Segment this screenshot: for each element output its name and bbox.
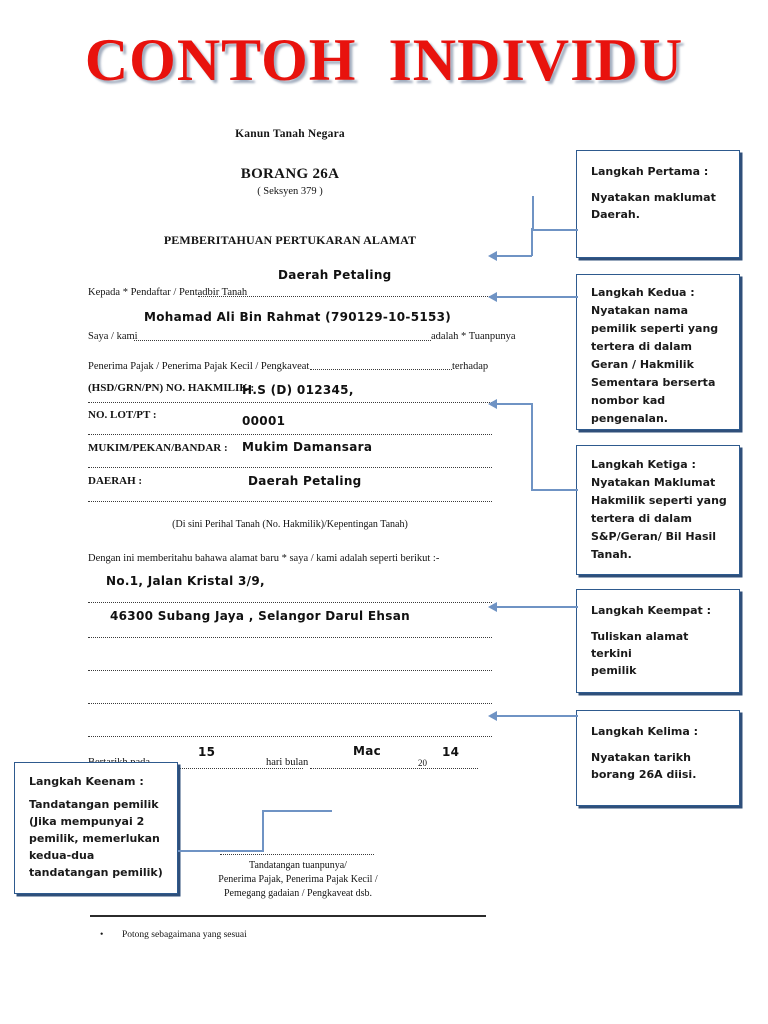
field-tarikh-bulan[interactable]: Mac xyxy=(353,744,382,758)
form-header-judul: PEMBERITAHUAN PERTUKARAN ALAMAT xyxy=(163,233,417,247)
field-saya-label: Saya / kami xyxy=(88,331,138,342)
alamat-intro: Dengan ini memberitahu bahawa alamat bar… xyxy=(88,553,440,564)
connector-3-seg-c xyxy=(497,403,532,405)
field-kepada-label: Kepada * Pendaftar / Pentadbir Tanah xyxy=(88,287,248,298)
field-lot-value[interactable]: 00001 xyxy=(242,414,286,428)
field-hakmilik: (HSD/GRN/PN) NO. HAKMILIK : H.S (D) 0123… xyxy=(88,377,492,403)
field-kepada: Kepada * Pendaftar / Pentadbir Tanah Dae… xyxy=(88,266,492,300)
field-penerima-rule xyxy=(310,369,452,370)
note-langkah-kedua[interactable]: Langkah Kedua : Nyatakan nama pemilik se… xyxy=(576,274,740,430)
field-daerah-label: DAERAH : xyxy=(88,475,143,487)
connector-1-seg-a xyxy=(532,229,578,231)
note-langkah-kelima[interactable]: Langkah Kelima : Nyatakan tarikh borang … xyxy=(576,710,740,806)
note-3-title: Langkah Ketiga : xyxy=(591,458,696,471)
field-penerima-suffix: terhadap xyxy=(452,361,489,372)
form-26a: Kanun Tanah Negara BORANG 26A ( Seksyen … xyxy=(88,120,516,914)
perihal-note: (Di sini Perihal Tanah (No. Hakmilik)/Ke… xyxy=(172,519,408,530)
connector-4-arrowhead xyxy=(488,602,497,612)
field-tarikh-tahun-prefix: 20 xyxy=(418,758,427,768)
signature-caption: Tandatangan tuanpunya/ Penerima Pajak, P… xyxy=(218,860,378,899)
field-saya-rule xyxy=(134,340,431,341)
field-daerah: DAERAH : Daerah Petaling xyxy=(88,469,492,503)
bullet-icon: • xyxy=(100,930,104,940)
field-saya-suffix: adalah * Tuanpunya xyxy=(431,331,516,342)
note-4-title: Langkah Keempat : xyxy=(591,604,712,617)
field-mukim-label: MUKIM/PEKAN/BANDAR : xyxy=(88,442,228,454)
alamat-line-3[interactable] xyxy=(88,639,492,672)
alamat-line-3-rule xyxy=(88,670,492,671)
field-tarikh-rule-2 xyxy=(310,768,478,769)
field-mukim: MUKIM/PEKAN/BANDAR : Mukim Damansara xyxy=(88,436,492,469)
alamat-line-5-rule xyxy=(88,736,492,737)
note-5-body: Nyatakan tarikh borang 26A diisi. xyxy=(591,751,697,781)
field-tarikh-rule-1 xyxy=(150,768,303,769)
field-lot-label: NO. LOT/PT : xyxy=(88,409,157,421)
page-title: CONTOH INDIVIDU xyxy=(84,27,684,93)
field-saya-value[interactable]: Mohamad Ali Bin Rahmat (790129-10-5153) xyxy=(144,310,452,324)
connector-2-line xyxy=(497,296,578,298)
field-haribulan-label: hari bulan xyxy=(266,757,309,768)
connector-6-seg-b xyxy=(262,811,264,851)
connector-1-arrowhead xyxy=(488,251,497,261)
field-lot: NO. LOT/PT : 00001 xyxy=(88,403,492,436)
connector-2-arrowhead xyxy=(488,292,497,302)
connector-6-seg-c xyxy=(262,810,332,812)
alamat-line-4-rule xyxy=(88,703,492,704)
connector-1-seg-d xyxy=(497,255,532,257)
note-langkah-ketiga[interactable]: Langkah Ketiga : Nyatakan Maklumat Hakmi… xyxy=(576,445,740,575)
alamat-line-4[interactable] xyxy=(88,672,492,705)
note-6-title: Langkah Keenam : xyxy=(29,775,144,788)
alamat-line-2-rule xyxy=(88,637,492,638)
note-6-body: Tandatangan pemilik (Jika mempunyai 2 pe… xyxy=(29,798,163,879)
field-hakmilik-rule xyxy=(88,402,492,403)
connector-6-seg-a xyxy=(178,850,264,852)
field-penerima: Penerima Pajak / Penerima Pajak Kecil / … xyxy=(88,356,492,376)
field-daerah-rule xyxy=(88,501,492,502)
note-2-title: Langkah Kedua : xyxy=(591,286,695,299)
field-lot-rule xyxy=(88,434,492,435)
note-1-body: Nyatakan maklumat Daerah. xyxy=(591,191,716,221)
field-mukim-value[interactable]: Mukim Damansara xyxy=(242,440,373,454)
note-5-title: Langkah Kelima : xyxy=(591,725,698,738)
connector-3-arrowhead xyxy=(488,399,497,409)
field-hakmilik-value[interactable]: H.S (D) 012345, xyxy=(242,383,354,397)
field-kepada-value[interactable]: Daerah Petaling xyxy=(278,268,392,282)
signature-block: Tandatangan tuanpunya/ Penerima Pajak, P… xyxy=(88,854,492,914)
signature-rule[interactable] xyxy=(220,854,374,855)
connector-4-line xyxy=(497,606,578,608)
field-tarikh-tahun[interactable]: 14 xyxy=(442,745,460,759)
note-4-body: Tuliskan alamat terkini pemilik xyxy=(591,630,689,677)
form-header-seksyen: ( Seksyen 379 ) xyxy=(257,186,323,197)
note-3-body: Nyatakan Maklumat Hakmilik seperti yang … xyxy=(591,476,727,561)
alamat-line-1-rule xyxy=(88,602,492,603)
connector-1-seg-b xyxy=(532,196,534,230)
alamat-line-5[interactable] xyxy=(88,705,492,738)
field-saya: Saya / kami Mohamad Ali Bin Rahmat (7901… xyxy=(88,310,516,346)
form-header-kanun: Kanun Tanah Negara xyxy=(235,128,345,140)
field-mukim-rule xyxy=(88,467,492,468)
field-daerah-value[interactable]: Daerah Petaling xyxy=(248,474,362,488)
form-header-borang: BORANG 26A xyxy=(240,166,340,182)
connector-5-line xyxy=(497,715,578,717)
connector-3-seg-a xyxy=(531,489,578,491)
connector-1-seg-e xyxy=(531,228,533,256)
note-langkah-keempat[interactable]: Langkah Keempat : Tuliskan alamat terkin… xyxy=(576,589,740,693)
footer-divider xyxy=(90,915,486,917)
note-2-body: Nyatakan nama pemilik seperti yang terte… xyxy=(591,304,719,425)
field-kepada-rule xyxy=(198,296,492,297)
field-penerima-label: Penerima Pajak / Penerima Pajak Kecil / … xyxy=(88,361,310,372)
alamat-line-1: No.1, Jalan Kristal 3/9, xyxy=(88,572,492,604)
note-langkah-pertama[interactable]: Langkah Pertama : Nyatakan maklumat Daer… xyxy=(576,150,740,258)
connector-3-seg-b xyxy=(531,403,533,490)
alamat-line-2: 46300 Subang Jaya , Selangor Darul Ehsan xyxy=(88,604,492,639)
note-langkah-keenam[interactable]: Langkah Keenam : Tandatangan pemilik (Ji… xyxy=(14,762,178,894)
connector-5-arrowhead xyxy=(488,711,497,721)
footnote: •Potong sebagaimana yang sesuai xyxy=(100,930,247,940)
field-tarikh-hari[interactable]: 15 xyxy=(198,745,216,759)
note-1-title: Langkah Pertama : xyxy=(591,165,709,178)
field-hakmilik-label: (HSD/GRN/PN) NO. HAKMILIK : xyxy=(88,382,255,394)
